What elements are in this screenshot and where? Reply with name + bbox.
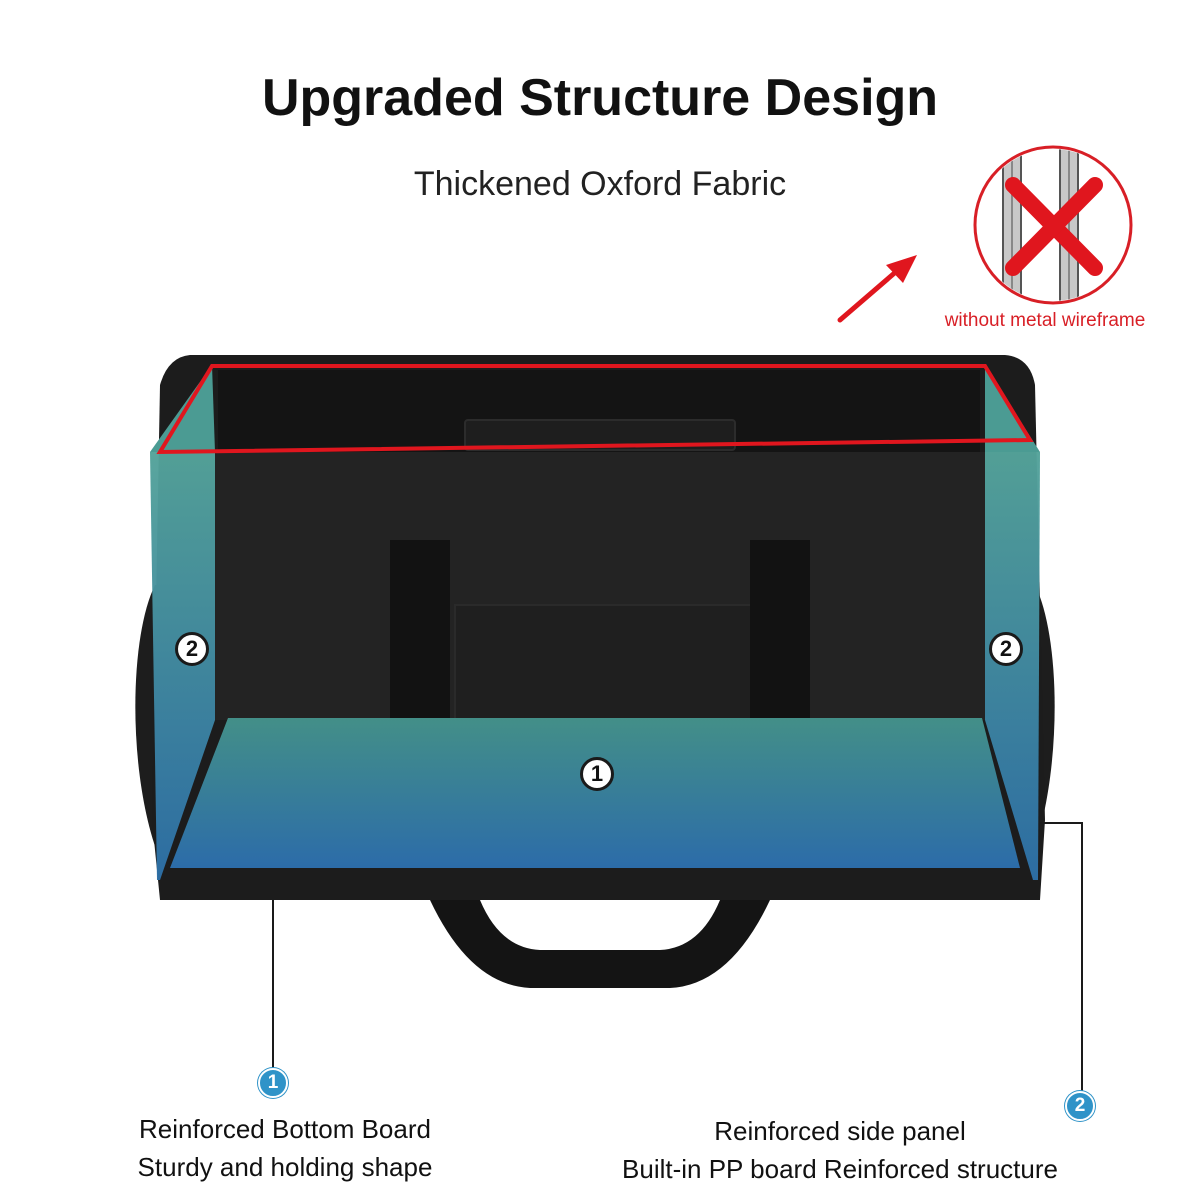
no-wireframe-icon (973, 145, 1133, 305)
side-panel-marker-left: 2 (175, 632, 209, 666)
feature-bottom-title: Reinforced Bottom Board (139, 1114, 431, 1144)
feature-side-desc: Built-in PP board Reinforced structure (622, 1154, 1058, 1184)
page-title: Upgraded Structure Design (261, 69, 939, 127)
warning-arrow-icon (837, 255, 917, 323)
feature-badge-1: 1 (258, 1068, 288, 1098)
callout-lines (272, 822, 1083, 1093)
side-panel-marker-right: 2 (989, 632, 1023, 666)
feature-side-panel: Reinforced side panel Built-in PP board … (590, 1112, 1090, 1188)
feature-bottom-board: Reinforced Bottom Board Sturdy and holdi… (90, 1110, 480, 1186)
reinforced-bottom-board (170, 718, 1020, 868)
bottom-board-marker: 1 (580, 757, 614, 791)
warning-label: without metal wireframe (944, 310, 1146, 331)
feature-side-title: Reinforced side panel (714, 1116, 966, 1146)
top-frame-outline (156, 364, 1034, 455)
feature-bottom-desc: Sturdy and holding shape (137, 1152, 433, 1182)
feature-badge-2: 2 (1065, 1091, 1095, 1121)
page-subtitle: Thickened Oxford Fabric (413, 165, 787, 203)
